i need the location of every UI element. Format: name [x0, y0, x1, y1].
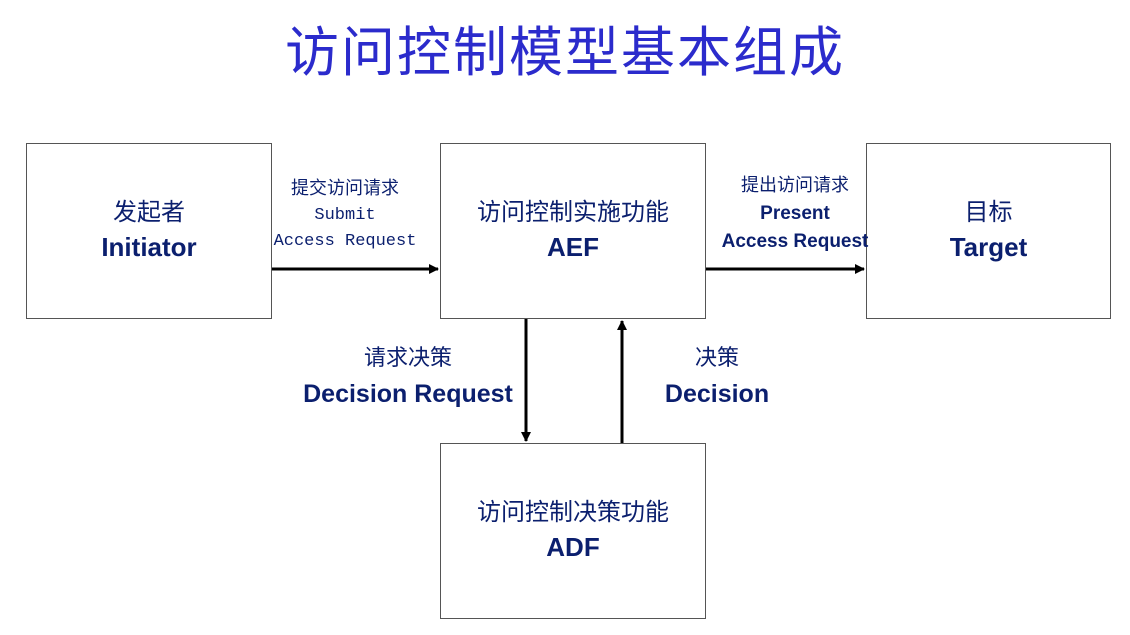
aef-label-zh: 访问控制实施功能 — [477, 198, 669, 226]
submit-label-en2: Access Request — [273, 232, 417, 251]
aef-label-en: AEF — [547, 232, 599, 262]
target-box: 目标 Target — [866, 143, 1111, 319]
target-label-zh: 目标 — [964, 198, 1013, 226]
target-label-en: Target — [949, 232, 1028, 262]
adf-label-en: ADF — [546, 532, 600, 562]
decision-request-edge-label: 请求决策 Decision Request — [300, 342, 516, 412]
decision-edge-label: 决策 Decision — [656, 342, 778, 412]
initiator-label-en: Initiator — [101, 232, 197, 262]
submit-label-zh: 提交访问请求 — [291, 178, 399, 199]
submit-edge-label: 提交访问请求 Submit Access Request — [270, 175, 420, 255]
present-label-en1: Present — [760, 203, 830, 224]
diagram-title: 访问控制模型基本组成 — [285, 21, 845, 84]
initiator-label-zh: 发起者 — [113, 198, 185, 226]
present-label-en2: Access Request — [721, 231, 869, 252]
present-label-zh: 提出访问请求 — [741, 175, 849, 196]
decision-label-zh: 决策 — [694, 346, 739, 371]
present-edge-label: 提出访问请求 Present Access Request — [715, 172, 875, 256]
decision-request-label-en: Decision Request — [303, 380, 513, 408]
decision-request-label-zh: 请求决策 — [363, 346, 452, 371]
aef-box: 访问控制实施功能 AEF — [440, 143, 706, 319]
initiator-box: 发起者 Initiator — [26, 143, 272, 319]
submit-label-en1: Submit — [314, 206, 376, 225]
decision-label-en: Decision — [664, 380, 770, 408]
adf-label-zh: 访问控制决策功能 — [477, 498, 669, 526]
adf-box: 访问控制决策功能 ADF — [440, 443, 706, 619]
